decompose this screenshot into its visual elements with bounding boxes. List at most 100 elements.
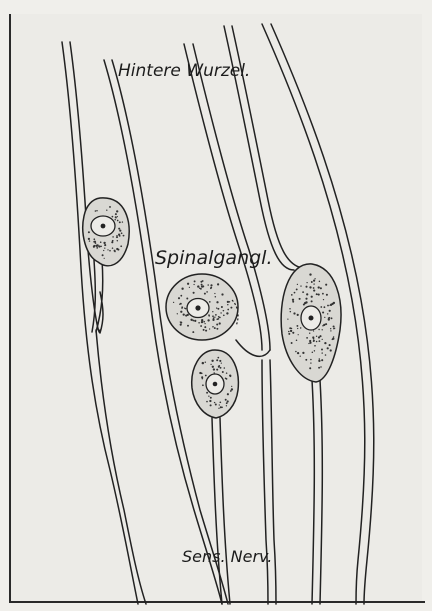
stipple-dot (104, 247, 105, 248)
stipple-dot (324, 317, 325, 318)
stipple-dot (212, 366, 214, 368)
stipple-dot (323, 306, 325, 308)
stipple-dot (329, 344, 331, 346)
stipple-dot (117, 216, 118, 217)
label-hintere-wurzel: Hintere Wurzel. (118, 61, 250, 81)
stipple-dot (226, 405, 227, 406)
stipple-dot (122, 221, 123, 222)
stipple-dot (115, 216, 117, 218)
stipple-dot (297, 314, 299, 316)
stipple-dot (313, 338, 315, 340)
stipple-dot (306, 337, 308, 339)
stipple-dot (180, 295, 182, 297)
stipple-dot (93, 238, 95, 240)
stipple-dot (209, 301, 211, 303)
stipple-dot (100, 241, 102, 243)
label-sensible-nerv: Sens. Nerv. (182, 547, 272, 566)
stipple-dot (311, 281, 313, 283)
stipple-dot (318, 360, 320, 362)
stipple-dot (224, 367, 226, 369)
stipple-dot (288, 331, 290, 333)
stipple-dot (187, 283, 189, 285)
stipple-dot (299, 298, 301, 300)
stipple-dot (116, 235, 117, 236)
stipple-dot (205, 361, 206, 362)
stipple-dot (320, 366, 321, 367)
stipple-dot (210, 364, 211, 365)
stipple-dot (290, 330, 292, 332)
stipple-dot (287, 318, 288, 319)
stipple-dot (106, 210, 107, 211)
stipple-dot (178, 297, 180, 299)
stipple-dot (194, 320, 196, 322)
stipple-dot (226, 312, 228, 314)
stipple-dot (320, 287, 322, 289)
stipple-dot (112, 247, 114, 249)
stipple-dot (210, 284, 212, 286)
stipple-dot (213, 368, 215, 370)
stipple-dot (329, 317, 331, 319)
stipple-dot (201, 372, 203, 374)
stipple-dot (297, 284, 298, 285)
stipple-dot (314, 350, 315, 351)
stipple-dot (313, 340, 315, 342)
stipple-dot (220, 312, 221, 313)
stipple-dot (306, 282, 307, 283)
stipple-dot (214, 293, 215, 294)
stipple-dot (319, 281, 320, 282)
stipple-dot (215, 403, 217, 405)
stipple-dot (313, 290, 315, 292)
stipple-dot (117, 240, 118, 241)
stipple-dot (93, 246, 95, 248)
stipple-dot (206, 291, 208, 293)
stipple-dot (95, 242, 97, 244)
stipple-dot (313, 280, 315, 282)
stipple-dot (198, 322, 200, 324)
stipple-dot (325, 354, 327, 356)
stipple-dot (219, 360, 221, 362)
stipple-dot (118, 228, 120, 230)
stipple-dot (121, 232, 123, 234)
stipple-dot (94, 241, 96, 243)
stipple-dot (314, 345, 316, 347)
stipple-dot (309, 273, 311, 275)
stipple-dot (215, 314, 217, 316)
stipple-dot (202, 384, 204, 386)
stipple-dot (325, 323, 327, 325)
stipple-dot (333, 325, 335, 327)
stipple-dot (112, 216, 114, 218)
stipple-dot (114, 250, 116, 252)
stipple-dot (219, 401, 221, 403)
stipple-dot (333, 328, 335, 330)
stipple-dot (181, 306, 183, 308)
stipple-dot (302, 291, 304, 293)
stipple-dot (200, 281, 202, 283)
stipple-dot (214, 402, 215, 403)
stipple-dot (203, 329, 205, 331)
stipple-dot (217, 308, 219, 310)
stipple-dot (226, 372, 228, 374)
stipple-dot (318, 336, 320, 338)
stipple-dot (322, 329, 323, 330)
stipple-dot (216, 307, 217, 308)
stipple-dot (231, 386, 232, 387)
stipple-dot (179, 303, 180, 304)
stipple-dot (305, 298, 307, 300)
stipple-dot (293, 312, 295, 314)
stipple-dot (211, 360, 213, 362)
stipple-dot (116, 210, 118, 212)
stipple-dot (114, 219, 115, 220)
stipple-dot (323, 299, 324, 300)
stipple-dot (320, 306, 322, 308)
stipple-dot (327, 313, 328, 314)
stipple-dot (216, 301, 218, 303)
stipple-dot (88, 238, 90, 240)
stipple-dot (292, 299, 294, 301)
stipple-dot (180, 324, 182, 326)
stipple-dot (207, 284, 209, 286)
stipple-dot (112, 236, 114, 238)
stipple-dot (296, 288, 298, 290)
stipple-dot (296, 325, 298, 327)
stipple-dot (221, 407, 223, 409)
